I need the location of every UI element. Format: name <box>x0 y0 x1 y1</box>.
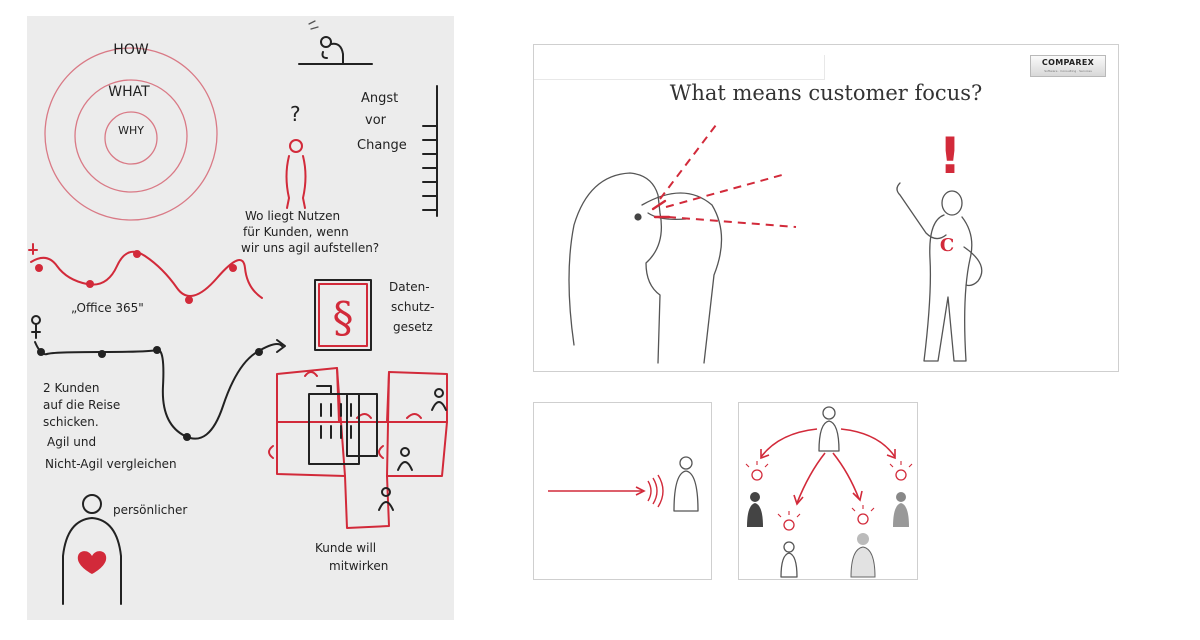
fear-line-1: Angst <box>361 91 398 106</box>
circle-label-why: WHY <box>118 124 144 137</box>
question-line-2: für Kunden, wenn <box>243 225 349 239</box>
comparex-logo: COMPAREX Software · Consulting · Service… <box>1030 55 1106 77</box>
journey-line-3: schicken. <box>43 415 99 429</box>
heart-icon <box>77 551 107 574</box>
logo-tagline: Software · Consulting · Services <box>1044 69 1092 73</box>
presentation-slide: COMPAREX Software · Consulting · Service… <box>533 44 1119 372</box>
slide-header-strip <box>534 55 825 80</box>
person-icon <box>673 470 699 512</box>
golden-circle-diagram: HOW WHAT WHY <box>44 42 218 221</box>
journey-line-2: auf die Reise <box>43 398 120 412</box>
circle-label-what: WHAT <box>108 84 150 100</box>
lightbulb-icon <box>745 461 769 481</box>
law-line-1: Daten- <box>389 280 430 294</box>
worried-person-sketch <box>298 20 438 217</box>
agile-journey-red <box>28 243 263 304</box>
law-line-2: schutz- <box>391 300 434 314</box>
question-line-1: Wo liegt Nutzen <box>245 209 340 223</box>
exclamation-mark: ! <box>939 127 962 185</box>
journey-line-4: Agil und <box>47 435 96 449</box>
flipchart-photo: HOW WHAT WHY Angst vor Change ? Wo liegt… <box>27 16 454 620</box>
journey-line-5: Nicht-Agil vergleichen <box>45 457 177 471</box>
signal-card <box>533 402 712 580</box>
personal-label: persönlicher <box>113 503 187 517</box>
slide-illustration: ! C <box>568 124 983 364</box>
circle-label-how: HOW <box>113 42 149 58</box>
customer-line-2: mitwirken <box>329 559 388 573</box>
slide-title: What means customer focus? <box>669 81 983 105</box>
lightbulb-icon <box>777 511 801 531</box>
network-illustration <box>745 406 913 578</box>
puzzle-pieces-sketch <box>268 367 448 529</box>
person-with-heart-sketch <box>62 494 122 605</box>
person-icon <box>850 546 876 578</box>
journey-line-1: 2 Kunden <box>43 381 100 395</box>
fear-line-3: Change <box>357 138 407 153</box>
person-icon <box>893 503 909 527</box>
looking-person-sketch <box>568 124 797 364</box>
lightbulb-icon <box>851 505 875 525</box>
logo-name: COMPAREX <box>1041 58 1095 67</box>
customer-letter: C <box>940 235 954 256</box>
person-icon <box>747 503 763 527</box>
question-mark: ? <box>290 102 301 126</box>
non-agile-journey-black <box>31 315 286 441</box>
fear-line-2: vor <box>365 113 387 128</box>
lightbulb-icon <box>889 461 913 481</box>
questioning-person-sketch: ? <box>285 102 307 209</box>
customer-line-1: Kunde will <box>315 541 376 555</box>
question-line-3: wir uns agil aufstellen? <box>241 241 379 255</box>
flipchart-drawing: HOW WHAT WHY Angst vor Change ? Wo liegt… <box>28 20 448 605</box>
person-icon <box>780 552 798 578</box>
influence-network-card <box>738 402 918 580</box>
data-protection-law-box: § <box>314 279 372 351</box>
law-line-3: gesetz <box>393 320 433 334</box>
office-365-label: „Office 365" <box>71 301 144 315</box>
paragraph-symbol: § <box>333 293 354 342</box>
signal-illustration <box>548 456 699 512</box>
customer-hero-sketch: ! C <box>896 127 983 362</box>
